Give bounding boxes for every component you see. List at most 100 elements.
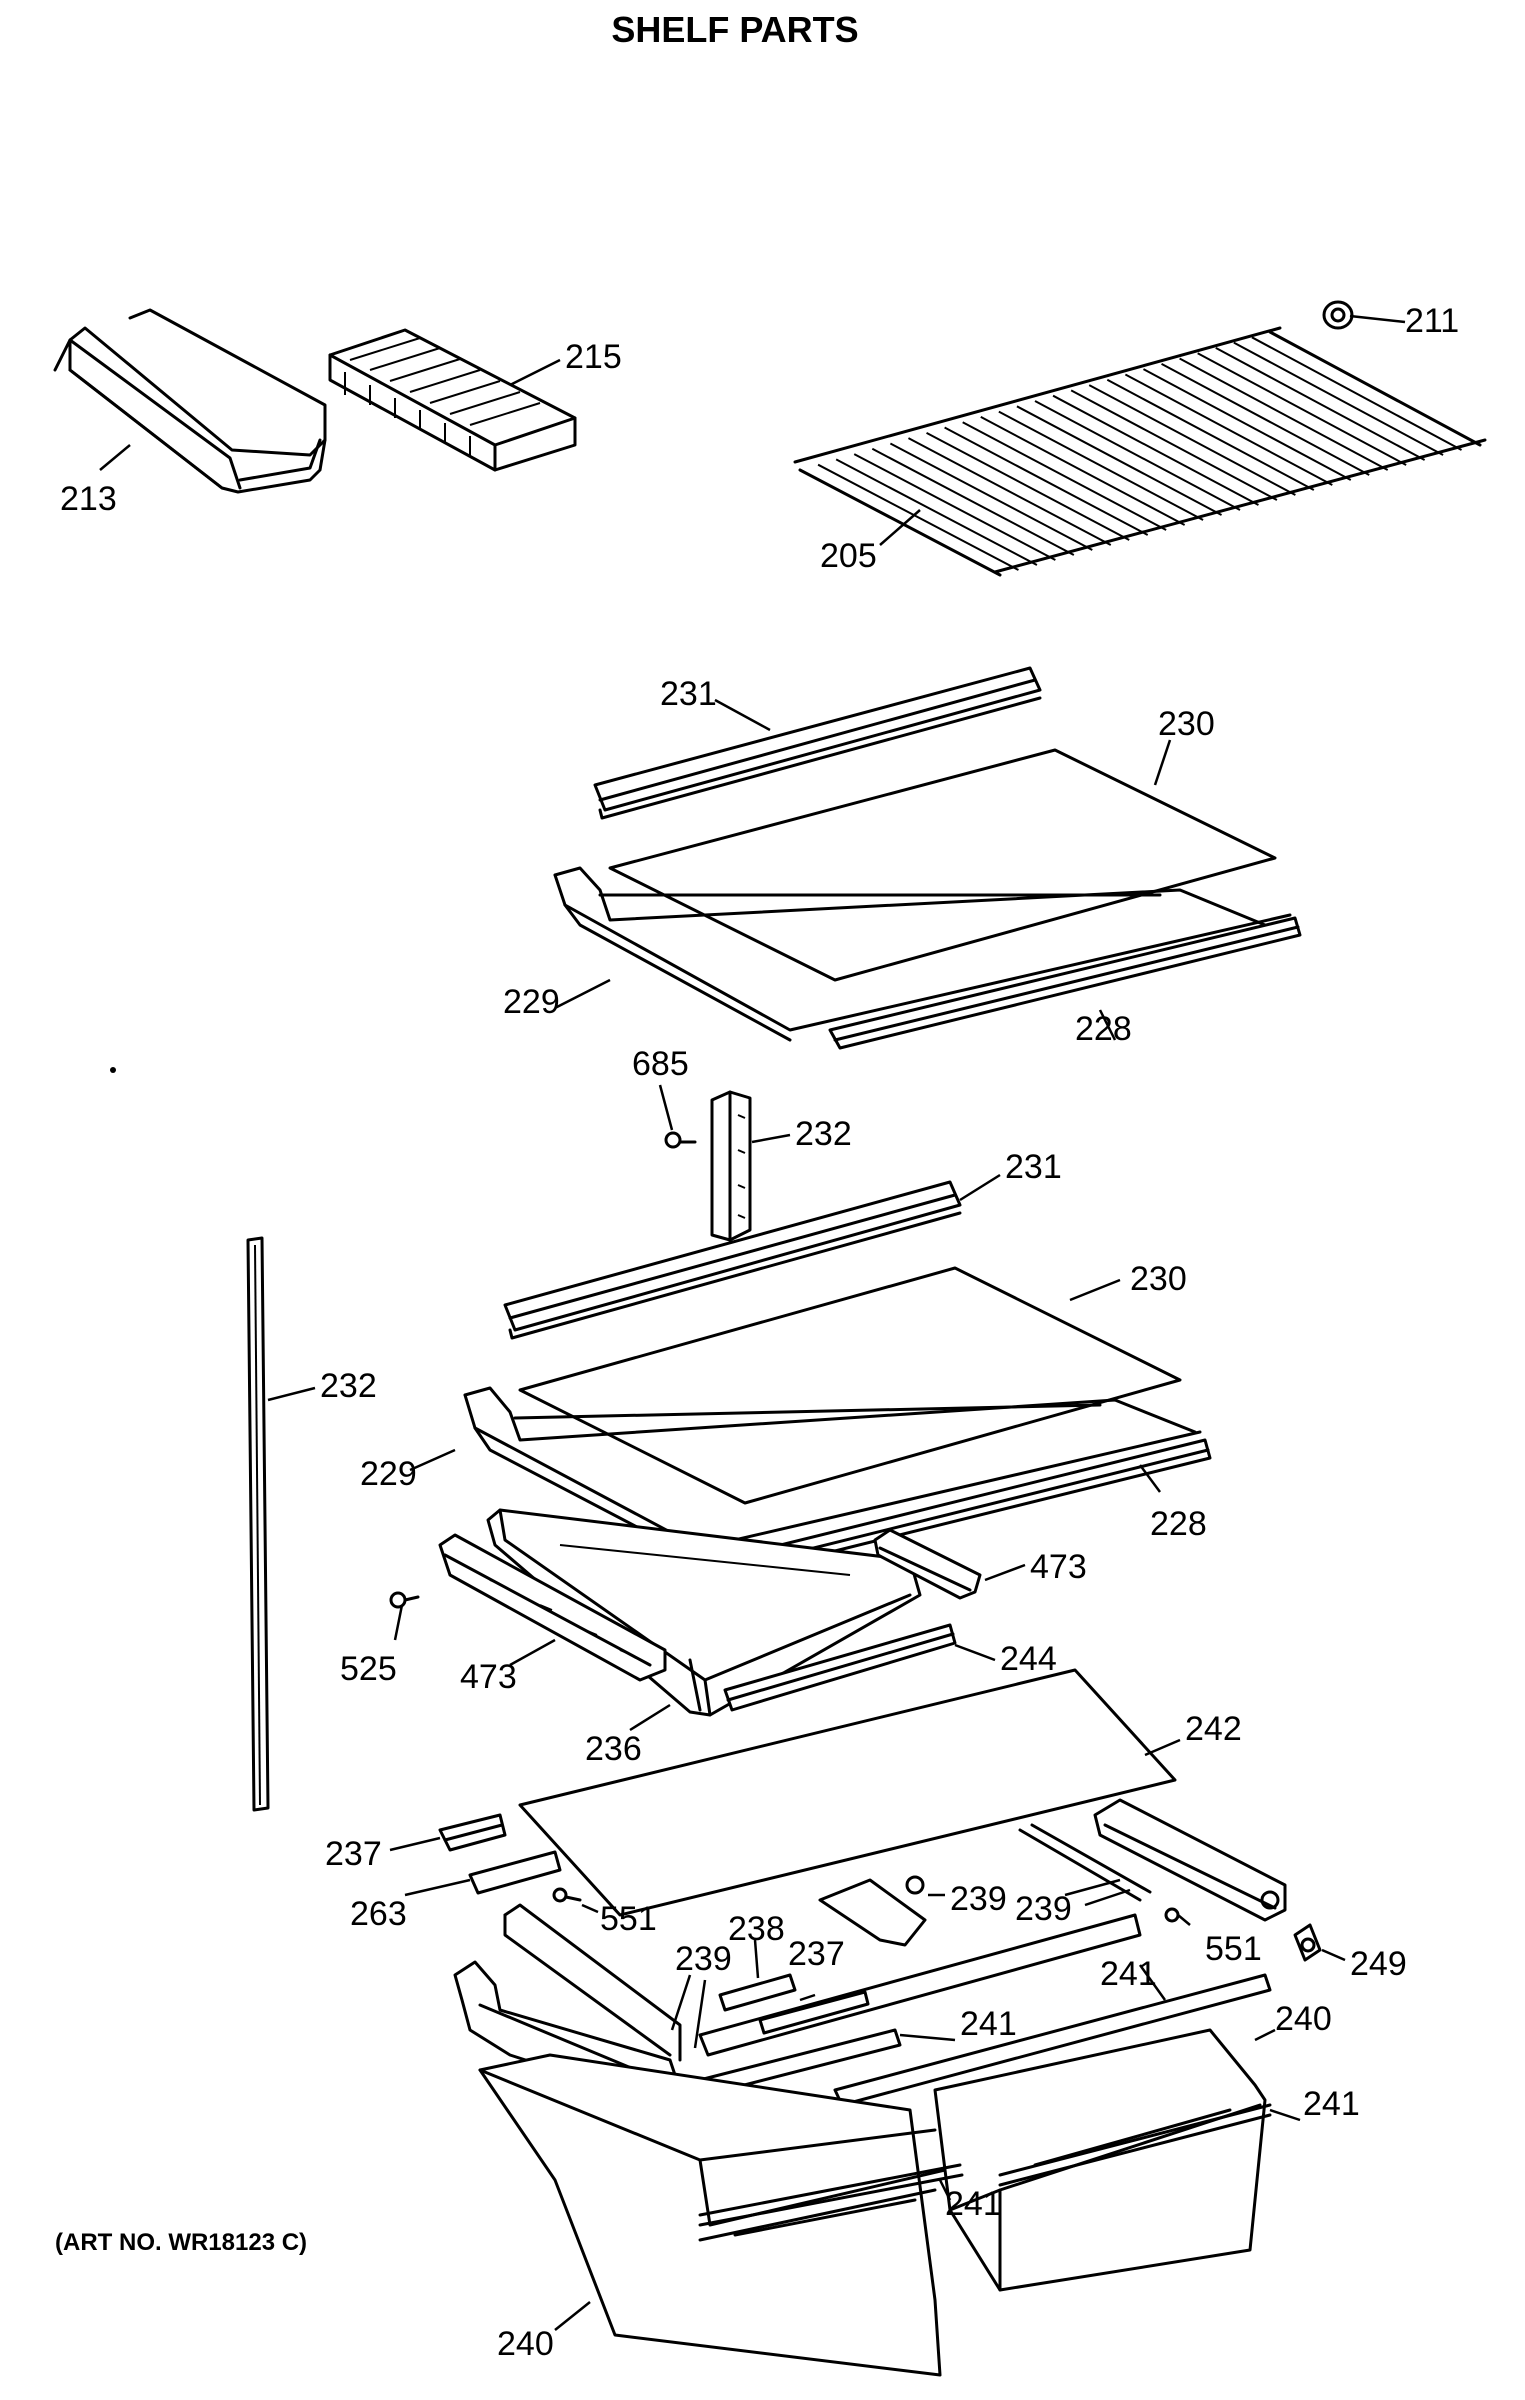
part-685-screw <box>664 1131 697 1149</box>
callout-labels: 211 215 213 205 231 230 229 228 685 232 … <box>60 302 1459 2363</box>
callout-236: 236 <box>585 1730 642 1768</box>
wire-rod <box>1179 357 1389 471</box>
callout-231-middle: 231 <box>1005 1148 1062 1186</box>
part-231-upper-front-trim <box>593 666 1042 820</box>
wire-rod <box>1052 394 1259 506</box>
callout-215: 215 <box>565 338 622 376</box>
callout-239-right: 239 <box>1015 1890 1072 1928</box>
part-551-screw-left <box>552 1887 582 1903</box>
part-551-screw-right <box>1164 1907 1180 1923</box>
wire-rod <box>998 410 1204 521</box>
callout-241-left-handle: 241 <box>945 2185 1002 2223</box>
callout-238: 238 <box>728 1910 785 1948</box>
part-237-rear-support <box>698 1913 1142 2057</box>
part-213-door-bin <box>53 308 327 494</box>
wire-rod <box>1034 400 1241 511</box>
callout-230-upper: 230 <box>1158 705 1215 743</box>
callout-231-upper: 231 <box>660 675 717 713</box>
callout-241-right-handle: 241 <box>1303 2085 1360 2123</box>
callout-239-center: 239 <box>950 1880 1007 1918</box>
wire-rod <box>1269 331 1481 446</box>
part-229-upper-frame <box>553 866 1292 1042</box>
callout-240-right: 240 <box>1275 2000 1332 2038</box>
art-number: (ART NO. WR18123 C) <box>55 2229 307 2256</box>
callout-228-upper: 228 <box>1075 1010 1132 1048</box>
wire-rod <box>1070 389 1278 501</box>
wire-rod <box>835 458 1038 566</box>
part-473-left-slide <box>438 1533 667 1682</box>
wire-rod <box>1233 341 1444 456</box>
wire-rod <box>853 453 1056 561</box>
callout-229-upper: 229 <box>503 983 560 1021</box>
callout-525: 525 <box>340 1650 397 1688</box>
part-242-crisper-glass <box>518 1668 1177 1917</box>
part-232-shelf-ladder-long <box>246 1236 270 1812</box>
wire-rod <box>871 447 1075 556</box>
part-473-right-slide <box>873 1528 982 1600</box>
callout-685: 685 <box>632 1045 689 1083</box>
wire-rod <box>980 416 1186 526</box>
wire-rod <box>1016 405 1223 516</box>
wire-rod <box>926 431 1130 541</box>
wire-rod <box>944 426 1149 536</box>
part-231-middle-front-trim <box>503 1180 962 1340</box>
callout-232-short: 232 <box>795 1115 852 1153</box>
part-238-label <box>718 1973 797 2012</box>
callout-473-left: 473 <box>460 1658 517 1696</box>
wire-rod <box>1215 347 1426 461</box>
callout-213: 213 <box>60 480 117 518</box>
part-230-middle-glass <box>518 1266 1182 1505</box>
callout-237-rear: 237 <box>788 1935 845 1973</box>
part-205-wire-shelf <box>793 326 1487 577</box>
part-241-front-left-handle <box>698 2163 964 2227</box>
part-249-cam <box>1293 1923 1322 1962</box>
part-211-shelf-stop <box>1322 300 1354 330</box>
part-239-right-rail <box>1018 1823 1152 1902</box>
wire-rod <box>889 442 1093 551</box>
part-241-front-right-handle <box>998 2103 1272 2187</box>
wire-rod <box>1106 378 1315 491</box>
part-263-front-trim <box>468 1850 562 1895</box>
callout-473-right: 473 <box>1030 1548 1087 1586</box>
callout-242: 242 <box>1185 1710 1242 1748</box>
callout-211: 211 <box>1405 302 1459 340</box>
callout-237-front: 237 <box>325 1835 382 1873</box>
callout-241-left: 241 <box>960 2005 1017 2043</box>
wire-rod <box>1161 362 1370 476</box>
callout-551-left: 551 <box>600 1900 657 1938</box>
part-525-screw <box>389 1591 420 1609</box>
wire-rod <box>1142 368 1352 481</box>
wire-rod <box>1088 384 1296 496</box>
wire-rod <box>1251 336 1463 451</box>
wire-rod <box>1124 373 1333 486</box>
callout-241-rear: 241 <box>1100 1955 1157 1993</box>
part-228-upper-rear-trim <box>828 916 1302 1050</box>
wire-rod <box>817 463 1019 571</box>
callout-230-middle: 230 <box>1130 1260 1187 1298</box>
part-236-crisper-cover-frame <box>486 1508 922 1717</box>
part-232-shelf-ladder-short <box>710 1090 752 1242</box>
wire-rod <box>962 421 1167 531</box>
callout-228-middle: 228 <box>1150 1505 1207 1543</box>
part-239-center-support <box>818 1875 927 1947</box>
callout-240-left: 240 <box>497 2325 554 2363</box>
part-244-crisper-trim <box>723 1623 957 1712</box>
wire-rod <box>1197 352 1407 466</box>
wire-rod <box>799 469 1001 576</box>
part-237-front-support <box>438 1813 507 1852</box>
part-right-slide-rail <box>1093 1798 1287 1922</box>
callout-239-left: 239 <box>675 1940 732 1978</box>
part-230-upper-glass <box>608 748 1277 982</box>
callout-232-long: 232 <box>320 1367 377 1405</box>
callout-229-middle: 229 <box>360 1455 417 1493</box>
part-229-middle-frame <box>463 1386 1202 1562</box>
callout-551-right: 551 <box>1205 1930 1262 1968</box>
scan-dot <box>110 1067 116 1073</box>
wire-rod <box>907 437 1112 546</box>
leader-lines <box>99 314 1406 2331</box>
part-215-ice-tray <box>328 328 577 472</box>
callout-244: 244 <box>1000 1640 1057 1678</box>
callout-263: 263 <box>350 1895 407 1933</box>
callout-249: 249 <box>1350 1945 1407 1983</box>
